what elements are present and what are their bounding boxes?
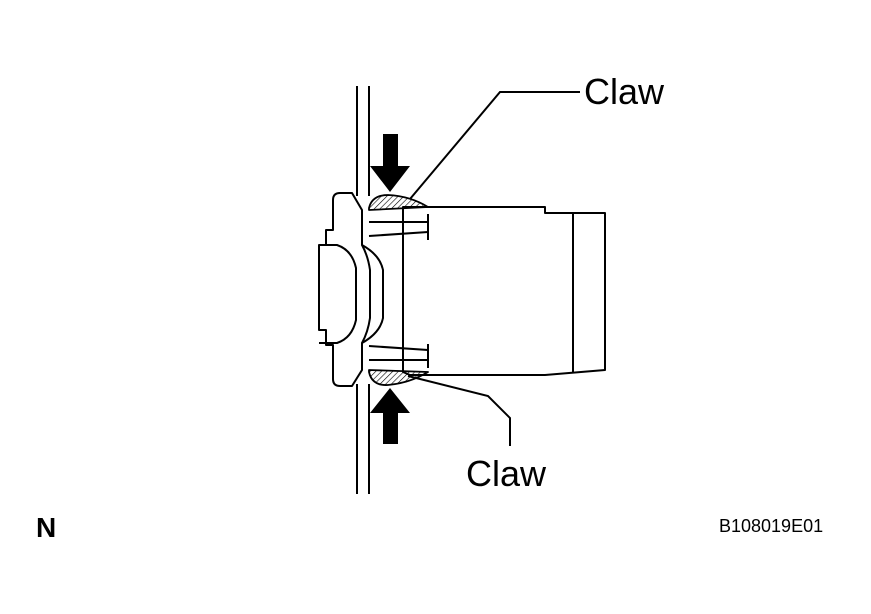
leader-line-top [409, 91, 580, 200]
press-arrow-bottom [370, 388, 410, 444]
claws [368, 194, 429, 386]
claw-top-shape [368, 194, 429, 211]
view-letter: N [36, 512, 57, 543]
claw-label-top: Claw [584, 71, 665, 112]
leader-line-bottom [407, 375, 511, 446]
clip-flange [318, 192, 384, 387]
arrow-down-icon [370, 134, 410, 192]
press-arrow-top [370, 134, 410, 192]
claw-label-bottom: Claw [466, 453, 547, 494]
figure-id: B108019E01 [719, 516, 824, 536]
claw-bottom-shape [368, 369, 429, 386]
clip-body [368, 206, 606, 376]
leader-lines [407, 91, 580, 446]
arrow-up-icon [370, 388, 410, 444]
panel [356, 86, 370, 494]
